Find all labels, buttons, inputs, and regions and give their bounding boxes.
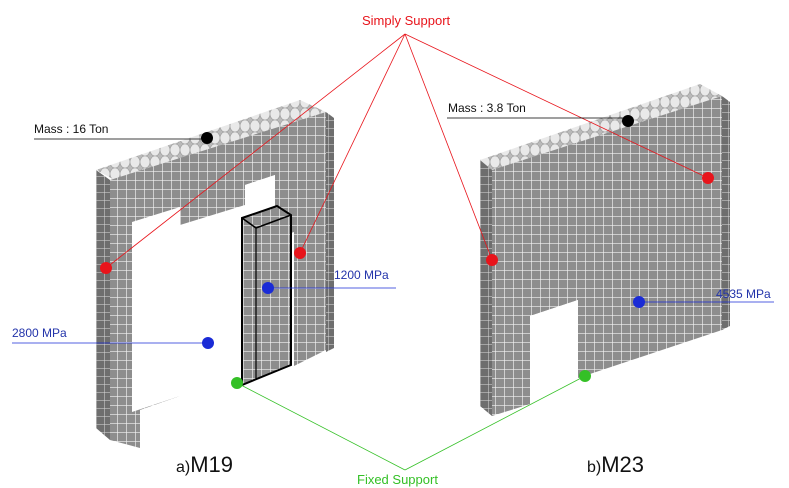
m19-mass-label: Mass : 16 Ton: [34, 122, 109, 136]
m23-left-side: [480, 160, 492, 416]
m23-modulus-point: [633, 296, 645, 308]
m23-wall-face: [492, 96, 722, 416]
m23-mass-label: Mass : 3.8 Ton: [448, 101, 526, 115]
m23-caption-name: M23: [601, 452, 645, 477]
m19-simple-support-left: [100, 262, 112, 274]
m19-upper-window: [245, 175, 275, 212]
m19-right-leg-side: [326, 112, 334, 352]
simply-support-label: Simply Support: [362, 13, 451, 28]
m23-modulus-label: 4535 MPa: [716, 287, 771, 301]
m23-right-side: [722, 96, 730, 330]
m19-modulus-label-2: 2800 MPa: [12, 326, 67, 340]
m23-caption-prefix: b): [587, 459, 602, 476]
m19-fixed-support: [231, 377, 243, 389]
m19-left-opening: [132, 207, 180, 412]
fixed-support-label: Fixed Support: [357, 472, 438, 487]
m19-modulus-point-2: [202, 337, 214, 349]
model-m19: [96, 100, 334, 448]
leader-lines: [12, 33, 774, 471]
m19-modulus-point-1: [262, 282, 274, 294]
m19-simple-support-right: [294, 247, 306, 259]
m23-top-beam: [480, 84, 722, 174]
m23-fixed-support: [579, 370, 591, 382]
m23-door-opening: [530, 300, 578, 394]
m23-caption: b)M23: [587, 454, 644, 476]
m23-simple-support-right: [702, 172, 714, 184]
m23-simple-support-left: [486, 254, 498, 266]
model-m23: [480, 84, 730, 416]
m19-caption-name: M19: [190, 452, 234, 477]
m19-inner-panel: [241, 204, 292, 387]
m19-left-leg-side: [96, 170, 110, 440]
m19-caption-prefix: a): [176, 459, 191, 476]
markers: [100, 115, 714, 389]
m19-modulus-label-1: 1200 MPa: [334, 268, 389, 282]
m19-mass-point: [201, 132, 213, 144]
m19-caption: a)M19: [176, 454, 233, 476]
m23-mass-point: [622, 115, 634, 127]
